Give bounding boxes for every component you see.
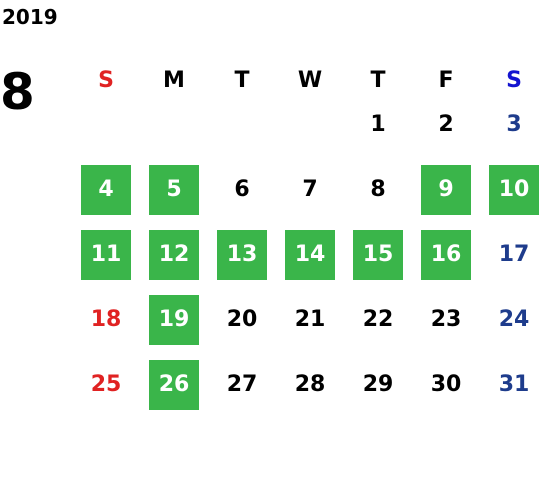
day-number: 18 <box>90 307 122 332</box>
day-number: 15 <box>353 230 403 280</box>
day-cell[interactable]: 22 <box>344 295 412 360</box>
day-number <box>81 100 131 150</box>
day-number <box>149 100 199 150</box>
day-number: 3 <box>506 112 522 137</box>
day-number: 14 <box>285 230 335 280</box>
day-number: 19 <box>149 295 199 345</box>
day-cell[interactable]: 9 <box>412 165 480 230</box>
day-cell[interactable]: 7 <box>276 165 344 230</box>
week-row: 1 2 3 <box>72 100 548 165</box>
day-number: 6 <box>234 177 250 202</box>
weekday-saturday: S <box>506 68 522 93</box>
empty-day-cell <box>140 100 208 165</box>
day-number: 5 <box>149 165 199 215</box>
day-number: 26 <box>149 360 199 410</box>
day-number: 12 <box>149 230 199 280</box>
empty-day-cell <box>72 100 140 165</box>
day-number: 10 <box>489 165 539 215</box>
day-number: 27 <box>226 372 258 397</box>
empty-day-cell <box>276 100 344 165</box>
day-cell[interactable]: 14 <box>276 230 344 295</box>
day-number: 21 <box>294 307 326 332</box>
day-cell[interactable]: 10 <box>480 165 548 230</box>
day-number: 22 <box>362 307 394 332</box>
day-number <box>285 100 335 150</box>
day-cell[interactable]: 1 <box>344 100 412 165</box>
day-number: 31 <box>498 372 530 397</box>
week-row: 11 12 13 14 15 16 17 <box>72 230 548 295</box>
day-cell[interactable]: 5 <box>140 165 208 230</box>
day-cell[interactable]: 21 <box>276 295 344 360</box>
day-number: 8 <box>370 177 386 202</box>
day-cell[interactable]: 24 <box>480 295 548 360</box>
day-cell[interactable]: 12 <box>140 230 208 295</box>
year-label: 2019 <box>2 5 58 29</box>
day-cell[interactable]: 15 <box>344 230 412 295</box>
day-number: 24 <box>498 307 530 332</box>
day-cell[interactable]: 2 <box>412 100 480 165</box>
weekday-thursday: T <box>370 68 386 93</box>
day-cell[interactable]: 29 <box>344 360 412 425</box>
day-cell[interactable]: 26 <box>140 360 208 425</box>
day-number: 17 <box>498 242 530 267</box>
day-cell[interactable]: 30 <box>412 360 480 425</box>
day-number: 7 <box>302 177 318 202</box>
day-cell[interactable]: 6 <box>208 165 276 230</box>
day-number: 2 <box>438 112 454 137</box>
empty-day-cell <box>208 100 276 165</box>
day-cell[interactable]: 31 <box>480 360 548 425</box>
day-cell[interactable]: 27 <box>208 360 276 425</box>
day-cell[interactable]: 4 <box>72 165 140 230</box>
day-cell[interactable]: 3 <box>480 100 548 165</box>
weekday-header-row: S M T W T F S <box>72 62 548 100</box>
day-cell[interactable]: 8 <box>344 165 412 230</box>
month-label: 8 <box>0 63 35 121</box>
day-number: 13 <box>217 230 267 280</box>
day-number: 25 <box>90 372 122 397</box>
day-number <box>217 100 267 150</box>
day-number: 23 <box>430 307 462 332</box>
day-cell[interactable]: 18 <box>72 295 140 360</box>
day-cell[interactable]: 23 <box>412 295 480 360</box>
weekday-wednesday: W <box>297 68 323 93</box>
weekday-friday: F <box>438 68 454 93</box>
day-number: 16 <box>421 230 471 280</box>
weekday-monday: M <box>163 68 185 93</box>
day-cell[interactable]: 17 <box>480 230 548 295</box>
day-cell[interactable]: 11 <box>72 230 140 295</box>
day-number: 4 <box>81 165 131 215</box>
day-cell[interactable]: 28 <box>276 360 344 425</box>
weekday-sunday: S <box>98 68 114 93</box>
day-number: 30 <box>430 372 462 397</box>
day-number: 11 <box>81 230 131 280</box>
week-row: 25 26 27 28 29 30 31 <box>72 360 548 425</box>
day-cell[interactable]: 20 <box>208 295 276 360</box>
weekday-tuesday: T <box>234 68 250 93</box>
day-cell[interactable]: 13 <box>208 230 276 295</box>
day-cell[interactable]: 19 <box>140 295 208 360</box>
day-cell[interactable]: 25 <box>72 360 140 425</box>
day-number: 20 <box>226 307 258 332</box>
day-cell[interactable]: 16 <box>412 230 480 295</box>
week-row: 18 19 20 21 22 23 24 <box>72 295 548 360</box>
day-number: 29 <box>362 372 394 397</box>
day-number: 1 <box>370 112 386 137</box>
day-number: 9 <box>421 165 471 215</box>
day-number: 28 <box>294 372 326 397</box>
